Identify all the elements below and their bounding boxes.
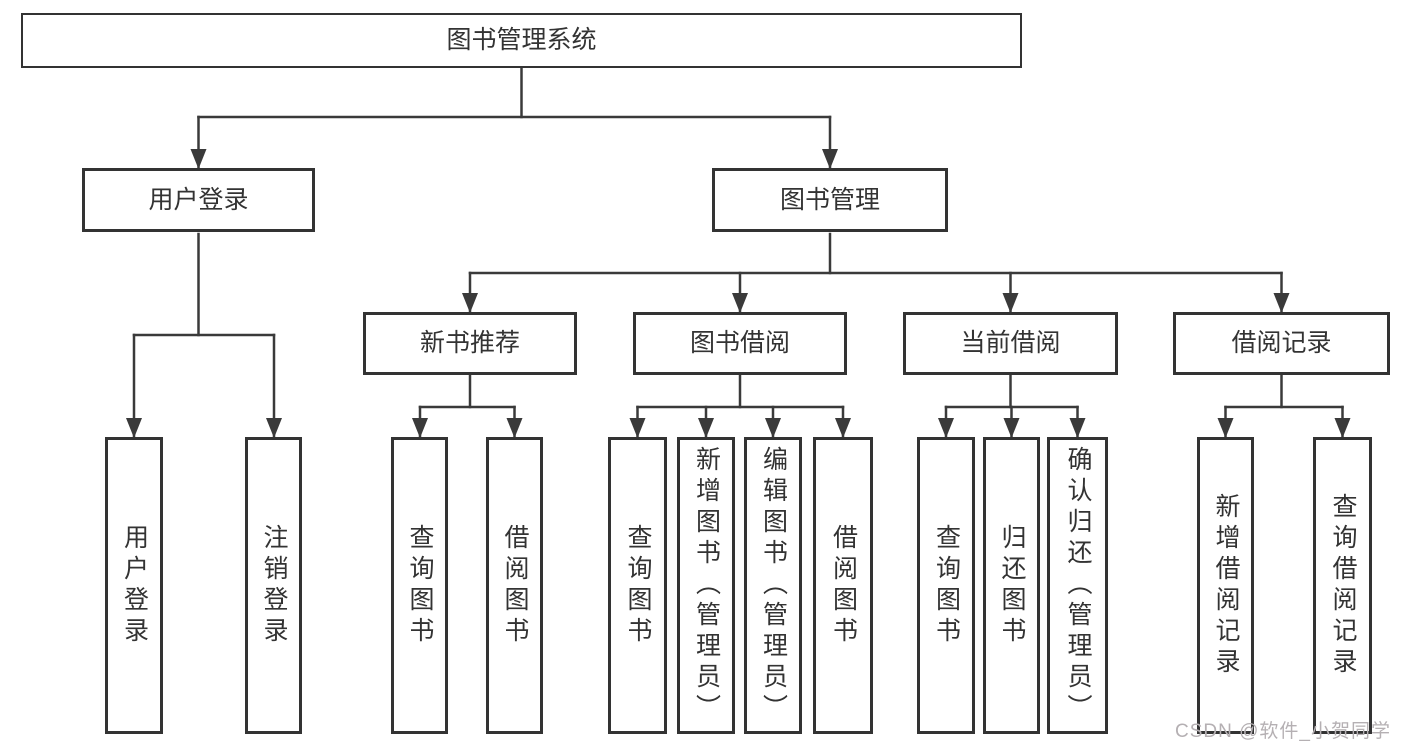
node-user-login: 用户登录 xyxy=(82,168,315,232)
leaf-return-books: 归还图书 xyxy=(983,437,1040,734)
leaf-add-books-admin: 新增图书（管理员） xyxy=(677,437,735,734)
node-borrow-record: 借阅记录 xyxy=(1173,312,1390,375)
leaf-query-borrow-record: 查询借阅记录 xyxy=(1313,437,1372,734)
leaf-borrow-books: 借阅图书 xyxy=(813,437,873,734)
leaf-borrow-query-books: 查询图书 xyxy=(608,437,667,734)
leaf-user-login: 用户登录 xyxy=(105,437,163,734)
leaf-logout: 注销登录 xyxy=(245,437,302,734)
node-new-book-recommend: 新书推荐 xyxy=(363,312,577,375)
connector-book-management xyxy=(462,232,1290,314)
connector-book-borrow xyxy=(629,373,851,439)
leaf-recommend-query-books: 查询图书 xyxy=(391,437,448,734)
connector-new-book-recommend xyxy=(412,373,523,439)
node-book-borrow: 图书借阅 xyxy=(633,312,847,375)
connector-current-borrow xyxy=(938,373,1086,439)
connector-root-to-level2 xyxy=(190,66,838,170)
connector-borrow-record xyxy=(1217,373,1351,439)
leaf-confirm-return-admin: 确认归还（管理员） xyxy=(1047,437,1108,734)
node-library-management-system: 图书管理系统 xyxy=(21,13,1022,68)
connector-user-login xyxy=(126,232,282,439)
node-current-borrow: 当前借阅 xyxy=(903,312,1118,375)
node-book-management: 图书管理 xyxy=(712,168,948,232)
leaf-current-query-books: 查询图书 xyxy=(917,437,975,734)
csdn-watermark: CSDN @软件_小贺同学 xyxy=(1175,721,1391,742)
leaf-edit-books-admin: 编辑图书（管理员） xyxy=(744,437,802,734)
leaf-recommend-borrow-books: 借阅图书 xyxy=(486,437,543,734)
leaf-add-borrow-record: 新增借阅记录 xyxy=(1197,437,1254,734)
